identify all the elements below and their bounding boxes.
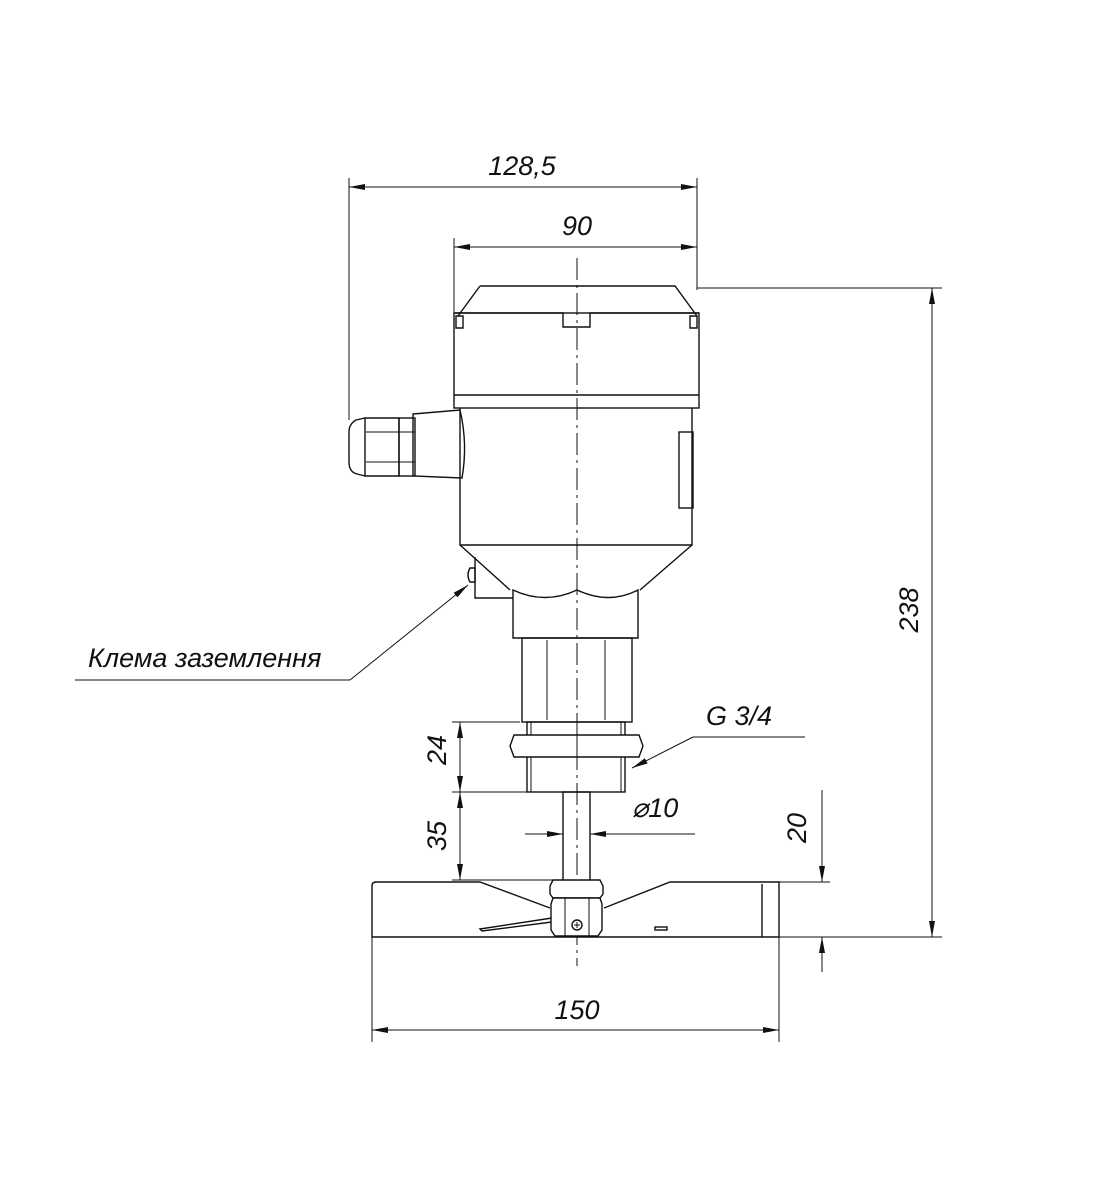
housing [453, 285, 700, 599]
display-window [678, 431, 694, 509]
dim-vane-width: 150 [554, 995, 599, 1025]
dim-nut-height: 24 [422, 735, 452, 766]
dim-overall-height: 238 [894, 587, 924, 633]
ground-terminal [467, 567, 476, 583]
dim-housing-width: 90 [562, 211, 592, 241]
dim-overall-width: 128,5 [488, 151, 557, 181]
ground-terminal-label: Клема заземлення [88, 643, 321, 673]
dim-vane-height: 20 [782, 813, 812, 844]
vane [371, 879, 780, 938]
thread-label: G 3/4 [706, 701, 772, 731]
cable-gland [348, 409, 466, 479]
dimension-lines [75, 178, 942, 1042]
dim-rod-diameter: ⌀10 [632, 793, 678, 823]
process-connection [509, 588, 644, 883]
dim-rod-length: 35 [422, 820, 452, 851]
